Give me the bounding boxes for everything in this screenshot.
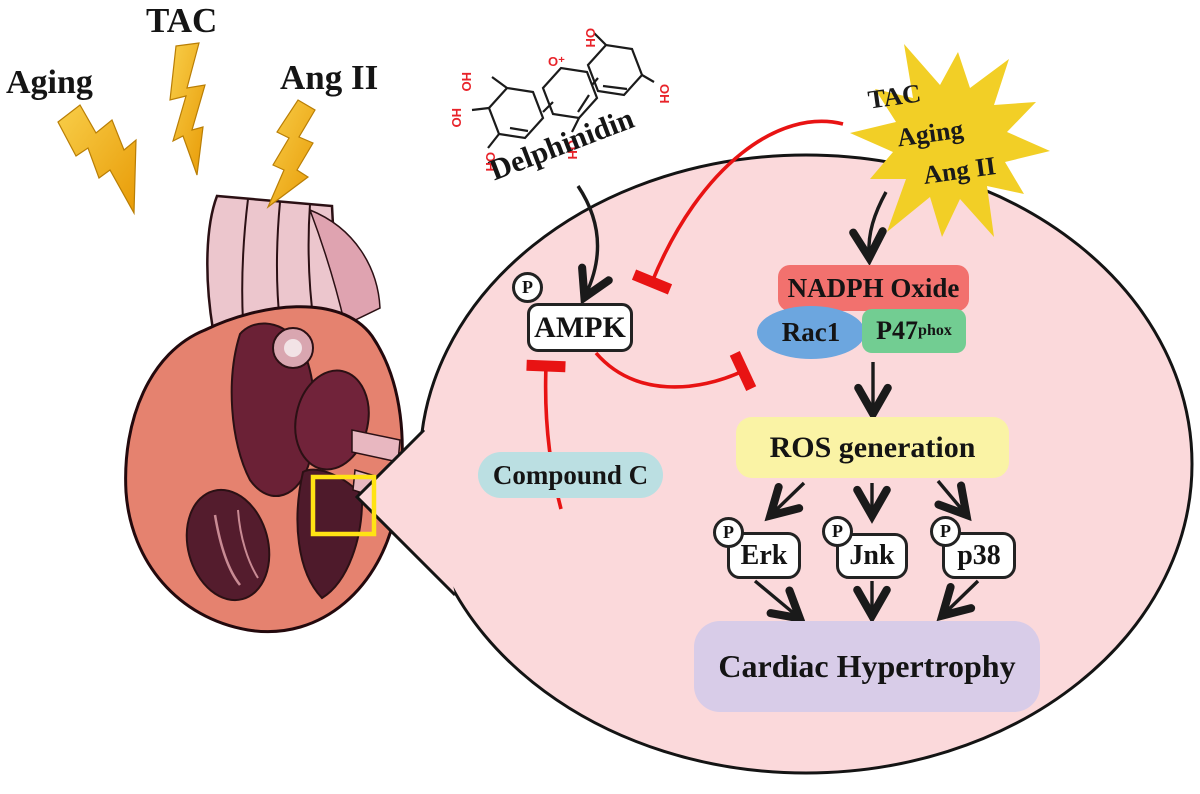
arrow-ros-to-erk	[764, 481, 806, 522]
phospho-badge-erk: P	[713, 517, 744, 548]
heart-illustration	[124, 194, 404, 633]
label-tac: TAC	[146, 1, 218, 40]
activation-arrows	[576, 185, 980, 624]
node-compound-c: Compound C	[478, 452, 663, 498]
chem-o-plus: O⁺	[548, 54, 565, 69]
chem-ho-1: HO	[459, 72, 474, 92]
chem-oh-bottom: OH	[565, 140, 580, 160]
phospho-badge-ampk: P	[512, 272, 543, 303]
node-ros-generation: ROS generation	[736, 417, 1009, 478]
node-jnk: Jnk	[836, 533, 908, 579]
stressor-bolts	[57, 42, 316, 216]
phospho-badge-p38: P	[930, 516, 961, 547]
arrow-erk-to-outcome	[753, 579, 807, 624]
arrow-delphinidin-to-ampk	[576, 185, 613, 305]
chem-ho-2: HO	[449, 108, 464, 128]
delphinidin-structure: OH OH OH HO HO OH O⁺	[449, 28, 672, 172]
node-cardiac-hypertrophy: Cardiac Hypertrophy	[694, 621, 1040, 712]
p47-base: P47	[876, 316, 919, 345]
heart-zoom-square	[310, 474, 377, 537]
inhibit-burst-to-ampk	[631, 119, 844, 295]
heart-central-chamber	[294, 369, 370, 471]
node-rac1: Rac1	[757, 306, 865, 359]
inhibit-ampk-to-nadph	[594, 351, 757, 391]
arrow-burst-to-nadph	[849, 191, 888, 266]
p47-superscript: phox	[918, 322, 952, 339]
arrow-p38-to-outcome	[936, 579, 980, 622]
stimulus-starburst	[850, 44, 1050, 237]
chem-oh-top: OH	[583, 28, 598, 48]
label-aging: Aging	[6, 64, 93, 101]
cell-pointer	[354, 428, 457, 597]
arrow-ros-to-p38	[934, 479, 972, 522]
node-ampk: AMPK	[527, 303, 633, 352]
heart-vessel-ring-inner	[284, 339, 302, 357]
node-nadph-oxidase: NADPH Oxide	[778, 265, 969, 311]
bolt-angii	[266, 99, 316, 209]
heart-aortic-arch	[308, 208, 381, 327]
heart-lower-left-chamber	[185, 488, 271, 602]
label-ang-ii: Ang II	[280, 58, 379, 97]
phospho-badge-jnk: P	[822, 516, 853, 547]
node-p38: p38	[942, 532, 1016, 579]
chem-oh-right: OH	[657, 84, 672, 104]
chem-oh-left-bottom: OH	[483, 152, 498, 172]
bolt-tac	[169, 42, 206, 176]
bolt-aging	[57, 104, 137, 216]
